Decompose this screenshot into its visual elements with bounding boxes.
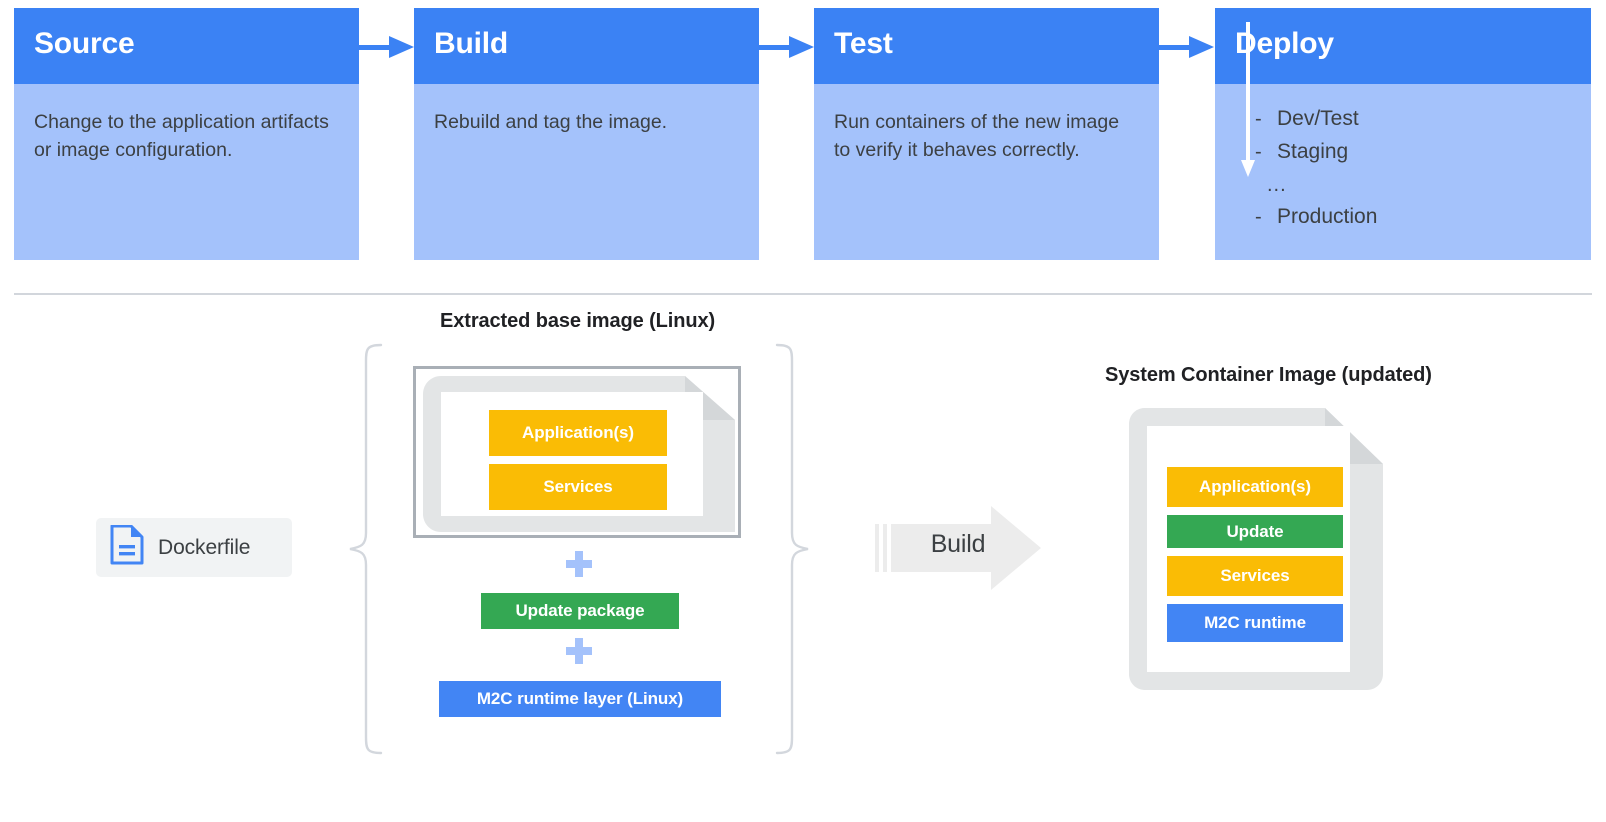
system-container-image-caption: System Container Image (updated) (1105, 364, 1432, 386)
stage-title: Build (434, 27, 508, 60)
stage-title: Test (834, 27, 893, 60)
document-icon (110, 524, 144, 570)
list-item: - Staging (1215, 137, 1591, 170)
list-marker: - (1255, 141, 1262, 163)
list-marker: - (1255, 108, 1262, 130)
pipeline-stage-deploy: Deploy - Dev/Test - Staging ... (1215, 8, 1591, 260)
build-arrow-label: Build (930, 530, 986, 558)
result-layer-update: Update (1167, 515, 1343, 548)
list-marker: ... (1267, 174, 1287, 196)
section-divider (14, 293, 1592, 295)
stage-description: Rebuild and tag the image. (434, 111, 668, 133)
stage-body-source: Change to the application artifacts or i… (14, 84, 359, 260)
list-item-ellipsis: ... (1215, 170, 1591, 202)
arrow-right-icon (359, 36, 415, 58)
dockerfile-label: Dockerfile (158, 535, 251, 559)
arrow-right-icon (759, 36, 815, 58)
stage-description: Change to the application artifacts or i… (34, 111, 329, 161)
list-item-label: Dev/Test (1277, 107, 1359, 130)
system-container-image-document (1129, 408, 1383, 690)
extracted-base-image-caption: Extracted base image (Linux) (440, 310, 716, 332)
stage-body-deploy: - Dev/Test - Staging ... - Production (1215, 22, 1591, 260)
cicd-pipeline: Source Change to the application artifac… (0, 0, 1606, 278)
stage-title: Deploy (1235, 27, 1334, 60)
arrow-right-icon (1159, 36, 1215, 58)
list-item-label: Staging (1277, 140, 1349, 163)
stage-body-build: Rebuild and tag the image. (414, 84, 759, 260)
layer-bar-update-package: Update package (481, 593, 679, 629)
layer-bar-applications: Application(s) (489, 410, 667, 456)
layer-bar-services: Services (489, 464, 667, 510)
list-item-label: Production (1277, 205, 1378, 228)
list-item: - Production (1215, 202, 1591, 235)
stage-title: Source (34, 27, 135, 60)
build-arrow-icon (875, 502, 1041, 594)
plus-icon (566, 551, 592, 577)
pipeline-stage-test: Test Run containers of the new image to … (814, 8, 1159, 260)
result-layer-services: Services (1167, 556, 1343, 596)
pipeline-stage-build: Build Rebuild and tag the image. (414, 8, 759, 260)
list-item: - Dev/Test (1215, 104, 1591, 137)
stage-header-deploy: Deploy (1215, 8, 1591, 84)
stage-header-test: Test (814, 8, 1159, 84)
curly-brace-left-icon (347, 343, 383, 755)
stage-header-source: Source (14, 8, 359, 84)
deploy-environment-list: - Dev/Test - Staging ... - Production (1215, 84, 1591, 235)
layer-bar-m2c-runtime-layer: M2C runtime layer (Linux) (439, 681, 721, 717)
stage-body-test: Run containers of the new image to verif… (814, 84, 1159, 260)
curly-brace-right-icon (775, 343, 811, 755)
arrow-down-icon (1241, 22, 1255, 180)
dockerfile-chip[interactable]: Dockerfile (96, 518, 292, 577)
result-layer-m2c-runtime: M2C runtime (1167, 604, 1343, 642)
list-marker: - (1255, 206, 1262, 228)
plus-icon (566, 638, 592, 664)
stage-description: Run containers of the new image to verif… (834, 111, 1120, 161)
result-layer-applications: Application(s) (1167, 467, 1343, 507)
pipeline-stage-source: Source Change to the application artifac… (14, 8, 359, 260)
stage-header-build: Build (414, 8, 759, 84)
